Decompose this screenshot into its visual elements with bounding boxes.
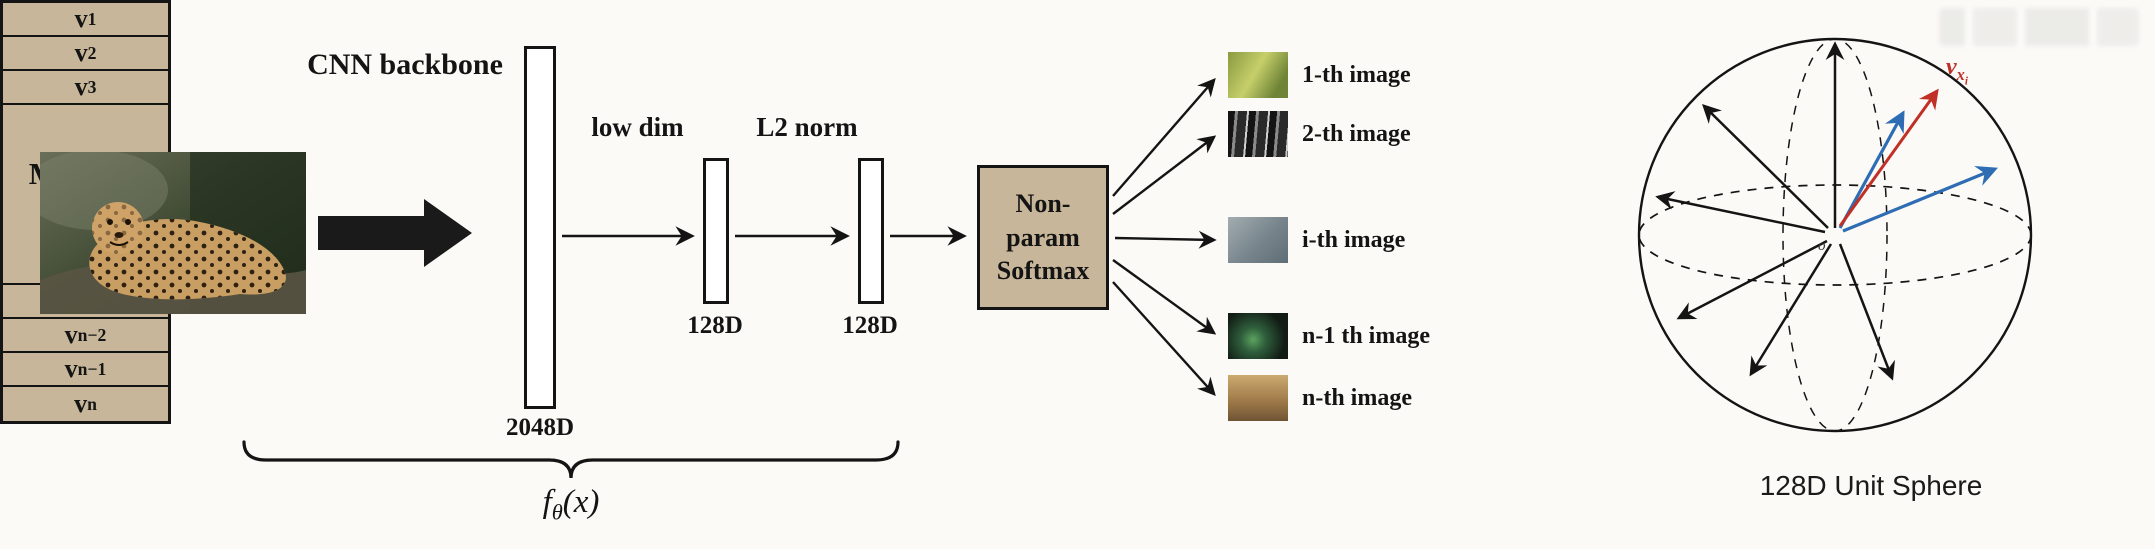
f-theta-args: (x)	[562, 484, 600, 520]
non-param-softmax-box: Non-param Softmax	[977, 165, 1109, 310]
sphere-blue-vector-1	[1838, 110, 1905, 229]
unit-sphere	[1637, 37, 2033, 433]
arrow-to-image-1	[1112, 77, 1216, 197]
l2-size-label: 128D	[842, 312, 898, 339]
sphere-black-vectors	[1655, 41, 1895, 381]
memory-cell-v1-base: v	[74, 4, 88, 33]
instance-thumbnail-n1	[1228, 313, 1288, 359]
arrow-to-image-n1	[1112, 259, 1217, 335]
red-vector-label: vxi	[1946, 54, 1968, 87]
sphere-origin-label: o	[1818, 238, 1826, 254]
memory-cell-vn-base: v	[74, 389, 88, 418]
sphere-blue-vector-2	[1842, 165, 1998, 233]
l2-norm-block	[858, 158, 884, 304]
input-image-leopard	[24, 150, 306, 314]
f-theta-sub: θ	[551, 499, 563, 525]
l2-norm-label: L2 norm	[756, 112, 858, 142]
instance-row-i: i-th image	[1228, 217, 1405, 263]
sphere-caption: 128D Unit Sphere	[1759, 470, 1983, 501]
red-vector-label-sub: x	[1956, 64, 1965, 84]
instance-thumbnail-2	[1228, 111, 1288, 157]
low-dim-label: low dim	[591, 112, 684, 142]
underbrace	[242, 440, 900, 479]
red-vector-label-subsub: i	[1964, 75, 1968, 88]
input-to-cnn-arrow	[318, 199, 472, 267]
instance-thumbnail-i	[1228, 217, 1288, 263]
sphere-outline	[1637, 37, 2033, 433]
instance-row-2: 2-th image	[1228, 111, 1411, 157]
sphere-meridian	[1782, 38, 1888, 432]
softmax-line1: Non-param	[1006, 188, 1080, 252]
watermark	[1939, 8, 2139, 46]
instance-row-1: 1-th image	[1228, 52, 1411, 98]
arrow-to-image-n	[1112, 281, 1216, 397]
memory-cell-v2-base: v	[74, 38, 88, 67]
memory-cell-vn1-base: v	[64, 354, 78, 383]
memory-cell-v3-base: v	[74, 72, 88, 101]
instance-thumbnail-n	[1228, 375, 1288, 421]
softmax-line2: Softmax	[996, 256, 1090, 286]
fanout-arrows	[1112, 77, 1217, 397]
instance-label-i: i-th image	[1302, 226, 1406, 253]
instance-thumbnail-1	[1228, 52, 1288, 98]
f-theta-label: fθ(x)	[461, 484, 681, 523]
red-vector-label-base: v	[1946, 54, 1957, 80]
sphere-red-vector	[1838, 88, 1939, 227]
f-theta-base: f	[542, 484, 552, 520]
instance-label-1: 1-th image	[1302, 61, 1411, 88]
backbone-feature-block	[524, 46, 556, 409]
arrow-to-image-i	[1114, 230, 1217, 249]
memory-cell-vn2-base: v	[64, 320, 78, 349]
cnn-backbone-label: CNN backbone	[307, 48, 503, 81]
instance-label-n1: n-1 th image	[1302, 322, 1430, 349]
sphere-equator	[1638, 184, 2032, 286]
low-dim-size-label: 128D	[687, 312, 743, 339]
backbone-dim-label: 2048D	[505, 414, 575, 441]
instance-row-n1: n-1 th image	[1228, 313, 1430, 359]
low-dim-block	[703, 158, 729, 304]
leopard-illustration	[24, 150, 306, 314]
instance-label-n: n-th image	[1302, 384, 1412, 411]
instance-label-2: 2-th image	[1302, 120, 1411, 147]
instance-row-n: n-th image	[1228, 375, 1412, 421]
arrow-to-image-2	[1112, 135, 1217, 215]
